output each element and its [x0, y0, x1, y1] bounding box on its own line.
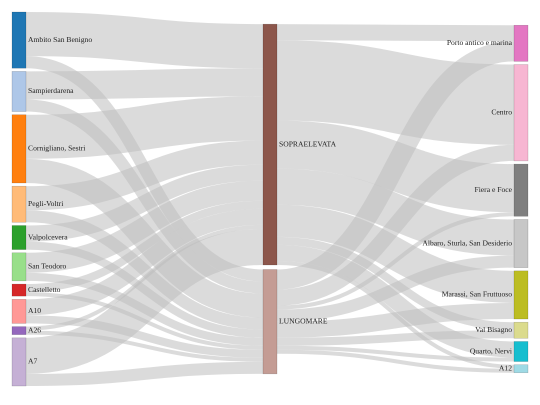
link-lungo-marassi [276, 302, 515, 338]
link-lungo-porto [276, 41, 515, 290]
links-layer [25, 11, 515, 386]
node-label-a12: A12 [499, 364, 512, 373]
node-valbis [513, 321, 529, 339]
node-label-a10: A10 [28, 306, 41, 315]
link-pegli-sopra [25, 140, 264, 211]
node-cornig [11, 114, 27, 184]
link-lungo-a12 [276, 349, 515, 373]
node-valpol [11, 225, 27, 250]
link-a7-lungo [25, 361, 264, 386]
node-sopra [262, 23, 278, 266]
node-label-porto: Porto antico e marina [447, 38, 513, 47]
link-a7-sopra [25, 228, 264, 374]
link-lungo-fiera [276, 212, 515, 310]
node-a7 [11, 337, 27, 387]
link-a10-lungo [25, 315, 264, 358]
node-albaro [513, 219, 529, 268]
node-fiera [513, 163, 529, 217]
node-a26 [11, 326, 27, 335]
node-label-valpol: Valpolcevera [28, 232, 68, 241]
node-label-lungo: LUNGOMARE [279, 316, 328, 325]
node-santeo [11, 252, 27, 282]
node-label-albaro: Albaro, Sturla, San Desiderio [422, 238, 512, 247]
node-label-ambito: Ambito San Benigno [28, 35, 92, 44]
link-lungo-valbis [276, 330, 515, 346]
link-sopra-porto [276, 24, 515, 42]
link-castel-sopra [25, 200, 264, 293]
node-label-centro: Centro [491, 107, 512, 116]
node-porto [513, 24, 529, 62]
link-cornig-sopra [25, 96, 264, 159]
node-label-santeo: San Teodoro [28, 262, 67, 271]
node-label-sampier: Sampierdarena [28, 86, 74, 95]
node-a10 [11, 299, 27, 324]
node-a12 [513, 364, 529, 374]
node-marassi [513, 270, 529, 320]
link-sopra-marassi [276, 204, 515, 303]
node-label-castel: Castelletto [28, 285, 61, 294]
node-ambito [11, 11, 27, 69]
link-lungo-albaro [276, 255, 515, 322]
node-label-fiera: Fiera e Foce [474, 185, 512, 194]
labels-layer: Ambito San BenignoSampierdarenaCorniglia… [28, 35, 513, 373]
node-label-sopra: SOPRAELEVATA [279, 139, 337, 148]
node-label-quarto: Quarto, Nervi [470, 346, 512, 355]
link-lungo-quarto [276, 345, 515, 362]
node-label-a7: A7 [28, 357, 37, 366]
link-sopra-centro [276, 40, 515, 145]
node-quarto [513, 341, 529, 362]
node-label-valbis: Val Bisagno [475, 325, 512, 334]
node-sampier [11, 71, 27, 112]
node-label-cornig: Cornigliano, Sestri [28, 144, 85, 153]
link-valpol-sopra [25, 164, 264, 242]
node-label-marassi: Marassi, San Fruttuoso [442, 290, 512, 299]
link-sopra-albaro [276, 168, 515, 256]
node-lungo [262, 269, 278, 375]
link-santeo-sopra [25, 180, 264, 273]
link-lungo-centro [276, 144, 515, 306]
node-label-a26: A26 [28, 325, 41, 334]
nodes-layer [11, 11, 529, 387]
link-ambito-sopra [25, 11, 264, 69]
node-label-pegli: Pegli-Voltri [28, 199, 63, 208]
node-castel [11, 283, 27, 297]
link-a10-sopra [25, 208, 264, 316]
link-sampier-sopra [25, 68, 264, 100]
node-pegli [11, 185, 27, 223]
node-centro [513, 64, 529, 162]
